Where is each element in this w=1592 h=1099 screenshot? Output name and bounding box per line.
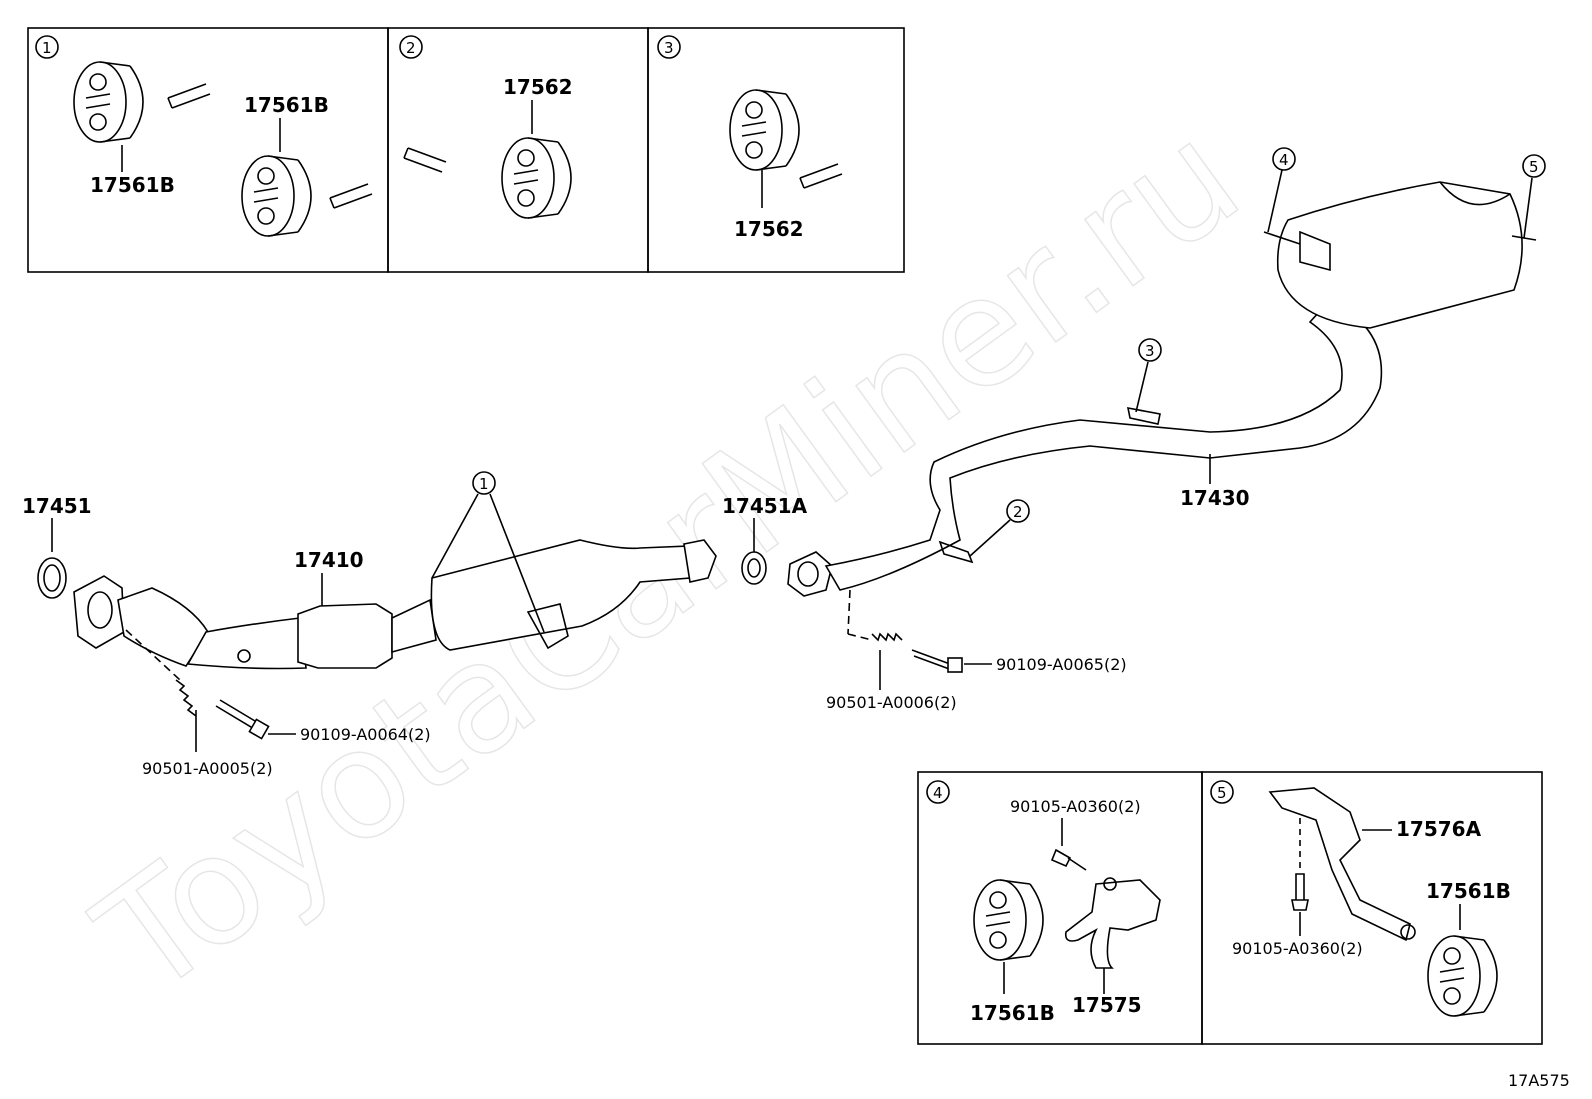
detail-1-part-b: 17561B xyxy=(244,93,329,117)
rubber-hanger-icon xyxy=(501,137,572,219)
rubber-hanger-icon xyxy=(73,61,144,143)
bolt-icon xyxy=(215,699,261,731)
rubber-hanger-icon xyxy=(729,89,800,171)
detail-4-bracket: 17575 xyxy=(1072,993,1142,1017)
front-pipe-17410 xyxy=(297,603,393,669)
rear-flange-icon xyxy=(787,551,833,597)
hanger-pin-icon xyxy=(329,183,373,209)
detail-3-part: 17562 xyxy=(734,217,804,241)
part-spring-rear-label: 90501-A0006(2) xyxy=(826,693,957,712)
rubber-hanger-icon xyxy=(241,155,312,237)
part-spring-front-label: 90501-A0005(2) xyxy=(142,759,273,778)
callout-4: 4 xyxy=(1279,151,1289,169)
detail-5-hanger: 17561B xyxy=(1426,879,1511,903)
detail-4-number: 4 xyxy=(933,784,943,802)
spring-icon xyxy=(175,679,197,717)
hanger-pin-icon xyxy=(799,163,843,189)
bolt-icon xyxy=(1291,873,1309,911)
callout-3: 3 xyxy=(1145,342,1155,360)
detail-1-part-a: 17561B xyxy=(90,173,175,197)
detail-5-bolt: 90105-A0360(2) xyxy=(1232,939,1363,958)
bolt-icon xyxy=(1050,848,1087,871)
gasket-icon xyxy=(37,557,67,599)
part-17451-label: 17451 xyxy=(22,494,92,518)
detail-5-bracket: 17576A xyxy=(1396,817,1482,841)
figure-code: 17A575 xyxy=(1508,1071,1570,1090)
bolt-icon xyxy=(911,649,953,671)
detail-3-number: 3 xyxy=(664,39,674,57)
hanger-pin-icon xyxy=(403,147,447,173)
detail-2-number: 2 xyxy=(406,39,416,57)
detail-2-part: 17562 xyxy=(503,75,573,99)
callout-5: 5 xyxy=(1529,158,1539,176)
rubber-hanger-icon xyxy=(973,879,1044,961)
detail-5-number: 5 xyxy=(1217,784,1227,802)
hanger-bracket-icon xyxy=(1064,879,1161,969)
detail-4-hanger: 17561B xyxy=(970,1001,1055,1025)
part-17430-label: 17430 xyxy=(1180,486,1250,510)
gasket-icon xyxy=(741,551,767,585)
detail-1-number: 1 xyxy=(42,39,52,57)
detail-panel-5 xyxy=(1201,771,1543,1045)
part-bolt-rear-label: 90109-A0065(2) xyxy=(996,655,1127,674)
rear-flange-small xyxy=(683,539,717,583)
rubber-hanger-icon xyxy=(1427,935,1498,1017)
part-17410-label: 17410 xyxy=(294,548,364,572)
muffler-bracket-icon xyxy=(1268,787,1411,942)
callout-1: 1 xyxy=(479,475,489,493)
part-bolt-front-label: 90109-A0064(2) xyxy=(300,725,431,744)
detail-panel-3 xyxy=(647,27,905,273)
detail-panel-1 xyxy=(27,27,389,273)
spring-icon xyxy=(871,632,903,642)
hanger-pin-icon xyxy=(167,83,211,109)
callout-2: 2 xyxy=(1013,503,1023,521)
front-flange-icon xyxy=(73,575,125,649)
detail-4-bolt: 90105-A0360(2) xyxy=(1010,797,1141,816)
center-muffler xyxy=(430,539,691,651)
part-17451a-label: 17451A xyxy=(722,494,808,518)
rear-muffler xyxy=(1276,181,1523,329)
